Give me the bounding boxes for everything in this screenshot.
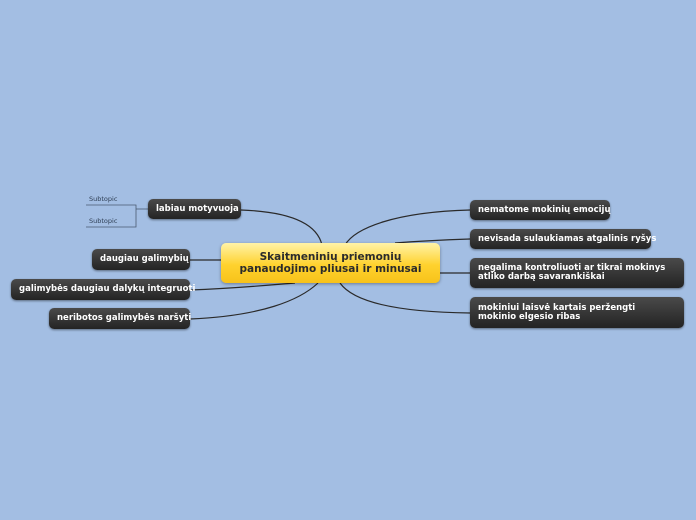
connector-galimybes-integruoti xyxy=(189,282,296,291)
topic-label: negalima kontroliuoti ar tikrai mokinys … xyxy=(478,263,666,282)
topic-labiau-motyvuoja[interactable]: labiau motyvuoja xyxy=(148,199,241,219)
central-topic-line1: Skaitmeninių priemonių xyxy=(259,251,402,263)
central-topic-line2: panaudojimo pliusai ir minusai xyxy=(239,263,422,275)
connector-neribotos-galimybes xyxy=(189,282,319,320)
connector-laisve-ribas xyxy=(339,282,471,314)
topic-label: galimybės daugiau dalykų integruoti xyxy=(19,284,196,294)
subtopic-1[interactable]: Subtopic xyxy=(89,195,118,203)
connector-labiau-motyvuoja xyxy=(240,209,323,246)
topic-nematome-emociju[interactable]: nematome mokinių emocijų xyxy=(470,200,611,220)
connector-nevisada-rysys xyxy=(394,238,471,244)
topic-daugiau-galimybiu[interactable]: daugiau galimybių xyxy=(92,249,190,270)
topic-negalima-kontroliuoti[interactable]: negalima kontroliuoti ar tikrai mokinys … xyxy=(470,258,684,288)
topic-nevisada-rysys[interactable]: nevisada sulaukiamas atgalinis ryšys xyxy=(470,229,656,249)
central-topic[interactable]: Skaitmeninių priemonių panaudojimo plius… xyxy=(221,243,440,283)
connector-nematome-emociju xyxy=(344,209,471,246)
topic-label: daugiau galimybių xyxy=(100,254,189,264)
topic-label: nevisada sulaukiamas atgalinis ryšys xyxy=(478,233,657,244)
topic-laisve-ribas[interactable]: mokiniui laisvė kartais peržengti mokini… xyxy=(470,297,684,328)
topic-label: mokiniui laisvė kartais peržengti mokini… xyxy=(478,302,636,322)
topic-label: labiau motyvuoja xyxy=(156,203,239,214)
subtopic-bracket xyxy=(86,204,137,228)
topic-neribotos-galimybes[interactable]: neribotos galimybės naršyti xyxy=(49,308,192,329)
topic-label: neribotos galimybės naršyti xyxy=(57,313,192,323)
topic-label: nematome mokinių emocijų xyxy=(478,204,611,215)
topic-galimybes-integruoti[interactable]: galimybės daugiau dalykų integruoti xyxy=(11,279,195,300)
subtopic-2[interactable]: Subtopic xyxy=(89,217,118,225)
